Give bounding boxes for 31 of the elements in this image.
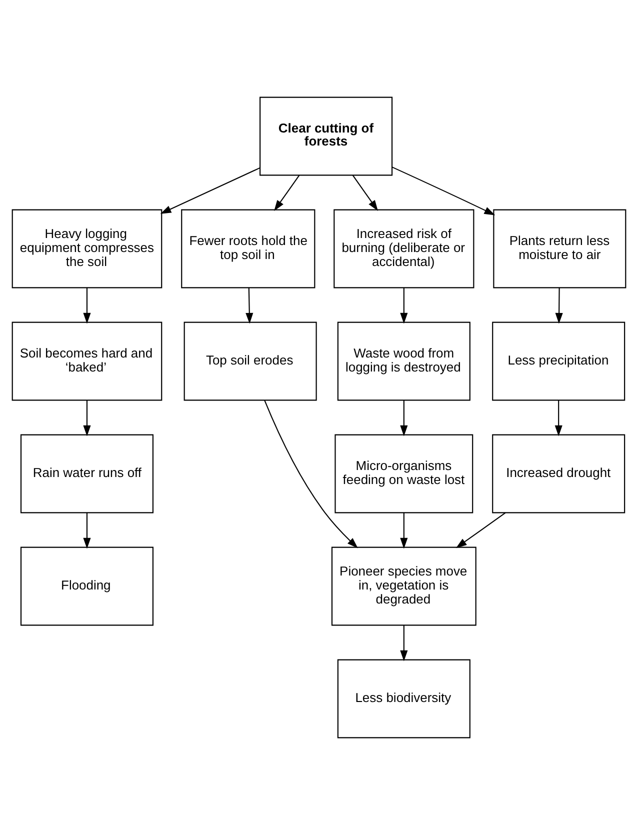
arrow xyxy=(400,287,408,324)
arrow xyxy=(83,512,91,548)
node-box: Less biodiversity xyxy=(337,658,470,738)
arrow xyxy=(274,174,300,210)
arrow xyxy=(554,400,562,436)
arrow xyxy=(400,400,408,436)
node-box: Clear cutting of forests xyxy=(260,96,393,176)
arrow xyxy=(352,174,378,210)
arrow xyxy=(400,624,408,661)
node-box: Top soil erodes xyxy=(184,321,317,400)
node-box: Rain water runs off xyxy=(20,434,154,513)
arrow xyxy=(160,166,260,214)
arrow xyxy=(264,400,358,548)
arrow xyxy=(555,287,563,324)
arrow xyxy=(83,287,91,324)
node-box: Less precipitation xyxy=(492,321,626,400)
node-box: Heavy logging equipment compresses the soil xyxy=(12,208,162,288)
node-box: Increased drought xyxy=(492,434,626,513)
arrow xyxy=(246,287,254,324)
node-box: Flooding xyxy=(20,546,154,626)
node-box: Fewer roots hold the top soil in xyxy=(181,208,316,288)
node-box: Pioneer species move in, vegetation is degraded xyxy=(331,546,476,626)
arrow xyxy=(392,166,496,215)
node-box: Micro-organisms feeding on waste lost xyxy=(334,434,474,513)
node-box: Waste wood from logging is destroyed xyxy=(337,321,470,400)
arrow xyxy=(456,512,506,548)
arrow xyxy=(400,512,408,548)
arrow xyxy=(83,400,91,436)
node-box: Increased risk of burning (deliberate or accidental) xyxy=(334,208,474,288)
node-box: Plants return less moisture to air xyxy=(493,208,626,288)
node-box: Soil becomes hard and ‘baked’ xyxy=(12,321,162,400)
